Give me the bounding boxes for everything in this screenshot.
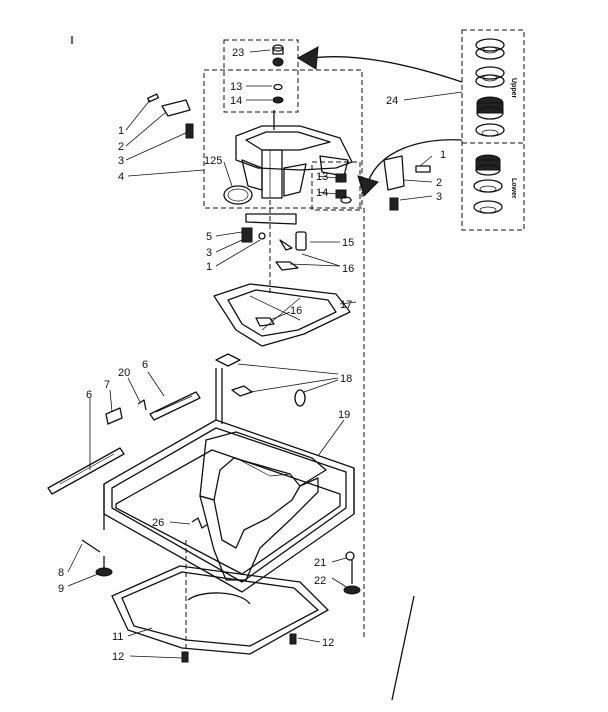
left-arm-clamp [146,93,194,139]
edge-line [391,595,415,701]
callout-11: 11 [112,631,123,643]
side-bearing-parts [335,173,352,204]
callout-7: 7 [104,379,110,391]
callout-18: 18 [340,373,352,385]
callout-21: 21 [314,557,326,569]
callout-labels: 23 13 14 24 1 2 3 125 4 1 13 14 2 3 5 3 … [58,47,446,663]
callout-125: 125 [204,155,222,167]
drive-support [213,283,351,347]
pads [255,261,299,327]
callout-8: 8 [58,567,64,579]
lower-bearing-set [473,154,503,214]
callout-1: 1 [206,261,212,273]
bearing-kit-box: Upper Lower [461,29,525,231]
right-arm-clamp [383,155,431,211]
callout-1: 1 [440,149,446,161]
callout-17: 17 [340,299,352,311]
arrow-lower [367,139,463,183]
callout-15: 15 [342,237,354,249]
clip-26 [191,517,209,529]
top-bearing-parts [272,44,284,104]
callout-19: 19 [338,409,350,421]
callout-13: 13 [230,81,242,93]
callout-4: 4 [118,171,124,183]
callout-5: 5 [206,231,212,243]
callout-16: 16 [290,305,302,317]
callout-1: 1 [118,125,124,137]
lower-label: Lower [510,178,517,199]
callout-12: 12 [322,637,334,649]
clutch-ring [223,185,253,205]
gearcase-assembly [223,110,353,205]
callout-3: 3 [206,247,212,259]
side-bearing-box [311,161,361,211]
callout-16: 16 [342,263,354,275]
callout-22: 22 [314,575,326,587]
callout-2: 2 [436,177,442,189]
callout-23: 23 [232,47,244,59]
upper-bearing-set [475,38,505,137]
gearcase-box [203,69,363,209]
callout-20: 20 [118,367,130,379]
callout-3: 3 [436,191,442,203]
top-bearing-box [223,39,299,113]
callout-6: 6 [86,389,92,401]
callout-6: 6 [142,359,148,371]
callout-12: 12 [112,651,124,663]
front-leveling-leg [81,539,113,577]
screws [181,633,297,663]
rear-leveling-leg [343,551,361,595]
callout-14: 14 [316,187,328,199]
callout-2: 2 [118,141,124,153]
lower-clamp-parts [241,213,307,251]
upper-label: Upper [510,78,517,99]
leader-lines [67,49,463,659]
callout-3: 3 [118,155,124,167]
callout-14: 14 [230,95,242,107]
callout-13: 13 [316,171,328,183]
callout-26: 26 [152,517,164,529]
left-rails [47,391,201,495]
callout-9: 9 [58,583,64,595]
base-frame [103,353,355,593]
arrow-upper [311,56,463,83]
callout-24: 24 [386,95,398,107]
